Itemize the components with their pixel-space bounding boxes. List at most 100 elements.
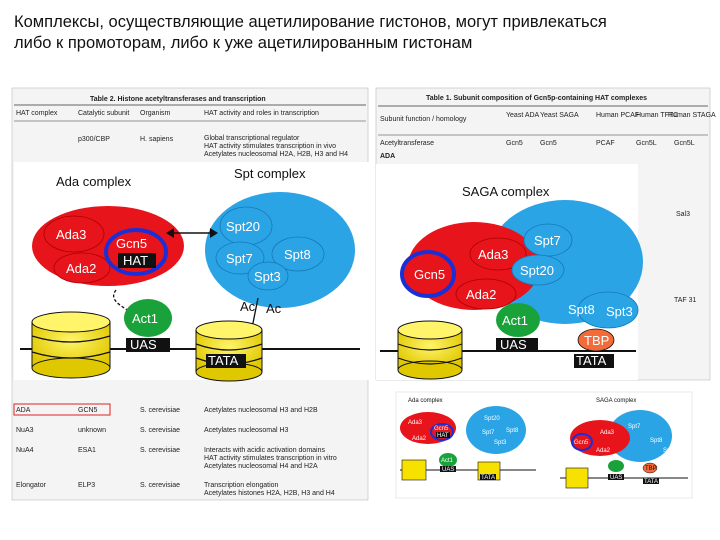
thumb-ada3-label: Ada3 [408,420,423,426]
thumb-act1 [439,453,457,467]
thumb-saga-uas-box [608,474,624,480]
uas-box [126,338,170,352]
thumb-saga-complex-label: SAGA complex [596,398,636,404]
saga-spt8-spt3-region [577,291,639,329]
thumb-spt7-label: Spt7 [482,430,495,436]
table-2-header-complex: HAT complex [16,110,58,117]
saga-gcn5-highlighted [400,250,456,298]
thumb-spt-body [466,406,526,454]
ada2-label: Ada2 [66,261,96,276]
arrow-head-right [210,228,218,238]
hat-box [118,253,156,268]
table-2-cell: Acetylates nucleosomal H2A, H2B, H3 and … [204,151,348,158]
thumb-tata-label: TATA [481,475,495,481]
table-2-cell: NuA4 [16,447,34,454]
slide-title: Комплексы, осуществляющие ацетилирование… [14,12,704,54]
saga-spt20-label: Spt20 [520,263,554,278]
table-1-cell: Gcn5L [636,140,657,147]
recruit-arrow-tata [251,297,259,329]
thumb-ada-complex-label: Ada complex [408,398,443,404]
table-1-header: Subunit function / homology [380,116,467,123]
thumb-saga-act1 [608,460,624,472]
table-1-header: Human PCAF [596,112,639,119]
spt7-subunit [215,241,265,275]
saga-ada2-subunit [455,278,517,310]
saga-uas-box [496,338,538,352]
table-1-cell: PCAF [596,140,615,147]
acetyl-mark-1: Ac [240,299,256,314]
table-1-header: Human STAGA [668,112,716,119]
table-2-cell: S. cerevisiae [140,482,180,489]
table-2-cell: NuA3 [16,427,34,434]
saga-spt7-label: Spt7 [534,233,561,248]
table-2-cell: HAT activity stimulates transcription in… [204,455,337,462]
spt8-subunit [271,236,325,272]
table-1-header: Yeast SAGA [540,112,579,119]
thumb-uas-label: UAS [442,467,454,473]
table-2-cell: Transcription elongation [204,482,279,489]
hat-label: HAT [123,253,148,268]
saga-act1-activator [496,303,540,337]
table-1-title: Table 1. Subunit composition of Gcn5p-co… [426,95,647,102]
thumb-act1-label: Act1 [441,458,454,464]
spt-complex-label: Spt complex [234,166,306,181]
table-2-cell: ESA1 [78,447,96,454]
table-2-cell: HAT activity stimulates transcription in… [204,143,336,150]
thumb-saga-spt-body [608,410,672,462]
table-2-cell: GCN5 [78,407,98,414]
slide-title-line-2: либо к промоторам, либо к уже ацетилиров… [14,34,473,52]
arrow-head-left [166,228,174,238]
saga-spt20-subunit [511,254,565,286]
thumb-saga-tbp [642,462,658,474]
thumb-nucleosome-1 [401,459,427,481]
spt8-label: Spt8 [284,247,311,262]
thumb-saga-nucleosome [565,467,589,489]
spt3-subunit [247,261,289,291]
table-2-cell: ELP3 [78,482,95,489]
thumb-hat-box [436,432,450,438]
thumb-saga-tata-box [643,478,659,484]
thumb-saga-gcn5 [571,433,593,451]
thumb-hat-label: HAT [437,433,449,439]
thumb-saga-spt3-label: Spt3 [663,448,676,454]
thumb-saga-tbp-label: TBP [645,466,657,472]
table-2-title: Table 2. Histone acetyltransferases and … [90,96,266,103]
saga-tata-box [574,354,614,368]
thumb-tata-box [480,474,496,480]
ada-complex-label: Ada complex [56,174,132,189]
act1-activator [124,299,172,337]
right-diagram: SAGA complex Ada3 Spt7 Spt20 Gcn5 Ada2 S… [376,164,643,380]
saga-spt8-label: Spt8 [568,302,595,317]
table-2-cell: Acetylates nucleosomal H3 [204,427,289,434]
thumb-spt3-label: Spt3 [494,440,507,446]
table-1-header: Human TFTC [636,112,678,119]
table-2-cell: Global transcriptional regulator [204,135,300,142]
saga-tbp [577,328,615,352]
saga-gcn5-label: Gcn5 [414,267,445,282]
table-1-cell: Gcn5 [540,140,557,147]
thumb-spt8-label: Spt8 [506,428,519,434]
nucleosome-1 [31,311,111,379]
table-2-highlight-ada [13,403,111,416]
slide-title-line-1: Комплексы, осуществляющие ацетилирование… [14,13,607,31]
thumb-uas-box [440,466,456,472]
table-1-header: Yeast ADA [506,112,540,119]
thumb-saga-spt7-label: Spt7 [628,424,641,430]
table-1-cell: Gcn5 [506,140,523,147]
ada2-subunit [53,252,111,284]
table-2-cell: Interacts with acidic activation domains [204,447,325,454]
spt3-label: Spt3 [254,269,281,284]
table-1-cell: Gcn5L [674,140,695,147]
left-diagram: Ada complex Spt complex Spt20 Spt7 Spt8 … [14,162,370,382]
ada3-subunit [43,215,105,253]
thumb-saga-ada2-label: Ada2 [596,448,611,454]
saga-complex-label: SAGA complex [462,184,550,199]
table-2-cell: Acetylates nucleosomal H3 and H2B [204,407,318,414]
uas-label: UAS [130,337,157,352]
thumb-saga-ada3-label: Ada3 [600,430,615,436]
saga-act1-label: Act1 [502,313,528,328]
saga-tbp-label: TBP [584,333,609,348]
table-2-cell: Acetylates histones H2A, H2B, H3 and H4 [204,490,335,497]
thumb-saga-spt8-label: Spt8 [650,438,663,444]
